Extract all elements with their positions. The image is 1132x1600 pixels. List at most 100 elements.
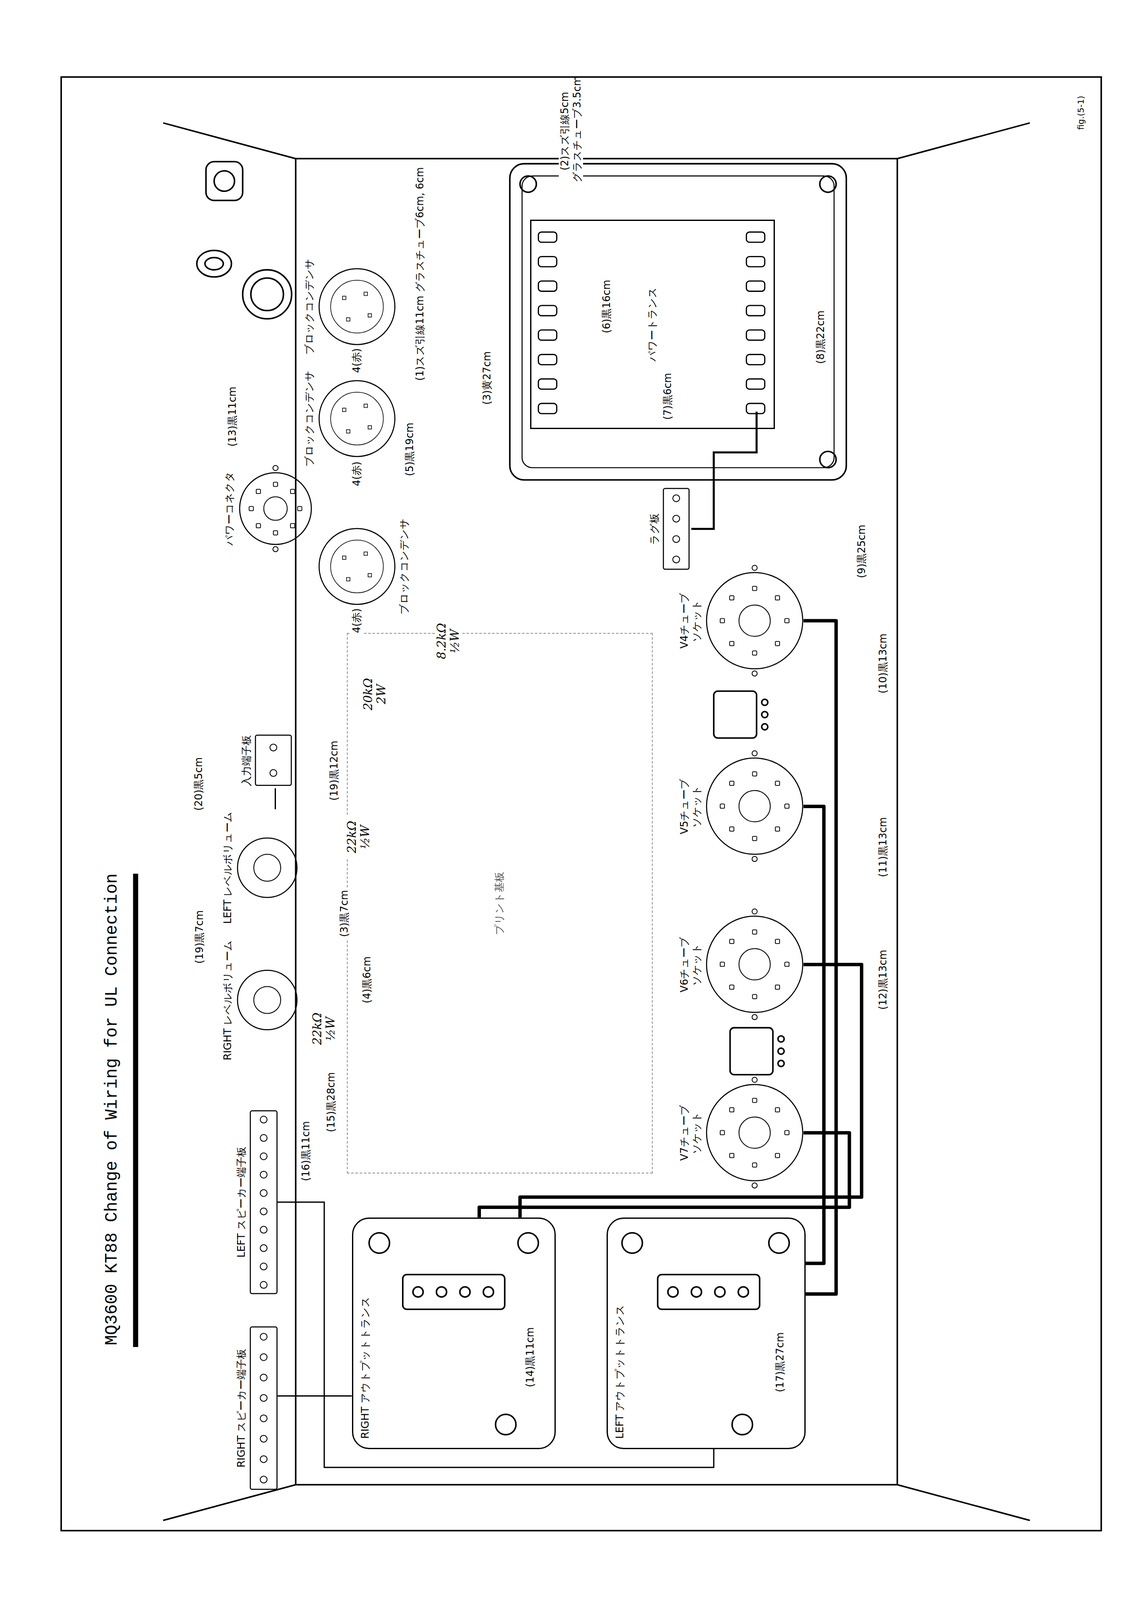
wire-callout: (9)黒25cm xyxy=(855,523,869,580)
part-label: ラグ板 xyxy=(648,511,661,546)
socket-pin xyxy=(752,994,757,999)
wire xyxy=(519,964,862,1218)
wire xyxy=(479,1132,850,1218)
capacitor-lug xyxy=(363,551,368,556)
tube-socket: V5チューブ ソケット xyxy=(678,748,804,864)
wire-callout: (7)黒6cm xyxy=(661,371,675,422)
socket-pin xyxy=(752,771,757,776)
socket-pin xyxy=(255,523,261,528)
ot-terminal-strip xyxy=(402,1274,505,1309)
ot-terminal xyxy=(436,1286,447,1297)
part-label: RIGHT スピーカー端子板 xyxy=(235,1346,248,1469)
socket-pin xyxy=(729,938,734,944)
ot-terminal xyxy=(413,1286,424,1297)
terminal-lug xyxy=(269,769,277,777)
terminal-lug xyxy=(260,1353,267,1361)
socket-pin xyxy=(752,1162,757,1167)
tube-socket: V6チューブ ソケット xyxy=(678,906,804,1022)
socket-pin xyxy=(784,1130,789,1135)
socket-pin xyxy=(729,641,734,646)
socket-pin xyxy=(729,1152,734,1158)
part-outline xyxy=(706,572,803,669)
socket-pin xyxy=(720,1130,725,1135)
part-outline xyxy=(237,837,297,898)
part-outline xyxy=(319,380,395,457)
part-drawing xyxy=(705,906,804,1022)
socket-pin xyxy=(752,650,757,655)
chassis-edge xyxy=(163,123,296,159)
socket-center xyxy=(739,604,771,637)
chassis-edge xyxy=(897,123,1030,159)
mounting-hole xyxy=(369,1232,390,1253)
terminal-lug xyxy=(260,1475,267,1483)
socket-pin xyxy=(752,836,757,841)
terminal-lug xyxy=(260,1434,267,1442)
lug xyxy=(746,305,765,316)
socket-center xyxy=(739,948,771,980)
wire xyxy=(277,1201,714,1467)
tube-socket: V7チューブ ソケット xyxy=(678,1074,804,1190)
terminal-lug xyxy=(260,1134,267,1141)
socket-pin xyxy=(729,826,734,831)
socket-pin xyxy=(775,984,780,989)
socket-pin xyxy=(775,595,780,600)
lug xyxy=(538,329,557,341)
lug xyxy=(538,403,557,414)
socket-pin xyxy=(784,803,789,809)
part-drawing xyxy=(705,563,804,678)
socket-pin xyxy=(272,481,278,487)
terminal-lug xyxy=(260,1115,267,1123)
terminal-lug xyxy=(672,515,680,523)
terminal-lug xyxy=(672,535,680,543)
socket-pin xyxy=(729,1107,734,1112)
terminal-lug xyxy=(260,1414,267,1422)
wire-callout: 4(赤) xyxy=(350,606,364,634)
lug xyxy=(746,231,765,243)
ot-terminal-strip xyxy=(657,1274,760,1309)
part-label: LEFT レベルボリューム xyxy=(221,809,235,925)
wire-callout: (16)黒11cm xyxy=(299,1119,313,1182)
socket-pin xyxy=(729,984,734,989)
part-outline xyxy=(706,757,803,854)
wire-callout: (19)黒7cm xyxy=(193,908,206,965)
socket-center xyxy=(739,1116,771,1148)
part-label: V6チューブ ソケット xyxy=(678,934,704,995)
input-terminal-board: 入力端子板 xyxy=(240,732,292,789)
board-drawing xyxy=(249,1325,278,1490)
part-outline xyxy=(319,528,395,605)
block-capacitor: ブロックコンデンサ xyxy=(318,516,411,617)
level-volume: RIGHT レベルボリューム xyxy=(221,937,298,1062)
power-transformer: パワートランス xyxy=(530,219,775,429)
mounting-ear xyxy=(751,1076,757,1083)
trimmer xyxy=(713,690,757,738)
capacitor-lug xyxy=(367,313,372,317)
socket-pin xyxy=(784,618,789,623)
wire-callout: (4)黒6cm xyxy=(360,954,374,1005)
block-capacitor: ブロックコンデンサ xyxy=(303,256,396,357)
terminal-lug xyxy=(260,1455,267,1463)
part-label: パワートランス xyxy=(646,285,659,363)
socket-pin xyxy=(297,506,302,511)
fuse-holder-cap xyxy=(214,170,235,192)
capacitor-lug xyxy=(346,317,350,321)
capacitor-lug xyxy=(367,573,372,577)
wire-callout: (15)黒28cm xyxy=(325,1070,338,1133)
socket-pin xyxy=(775,938,780,944)
socket-center xyxy=(739,790,771,822)
socket-pin xyxy=(720,961,725,967)
wire-callout: (11)黒13cm xyxy=(876,815,890,878)
chassis-panel xyxy=(295,158,898,1484)
capacitor-ring xyxy=(330,280,384,333)
chassis-edge xyxy=(163,1483,296,1520)
outer-frame xyxy=(61,76,1102,1530)
wire-callout: (5)黒19cm xyxy=(403,421,417,478)
ot-terminal xyxy=(714,1286,725,1297)
mounting-ear xyxy=(751,750,757,756)
wire-callout: (1)スズ引線11cm グラスチューブ6cm, 6cm xyxy=(413,165,427,382)
board-drawing xyxy=(249,1109,278,1294)
socket-pin xyxy=(784,961,789,967)
transformer-plate xyxy=(510,163,847,480)
trimmer-pin xyxy=(761,698,768,705)
socket-pin xyxy=(729,780,734,786)
